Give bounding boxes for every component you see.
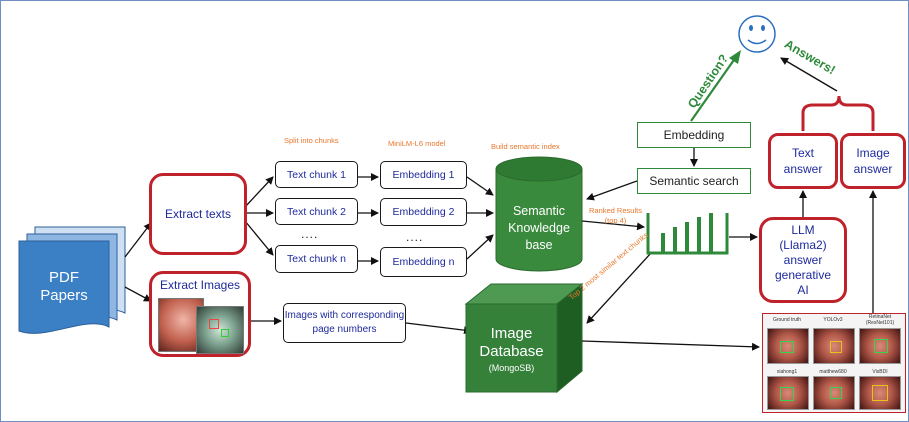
grid-thumb-2	[813, 328, 855, 364]
grid-label-retinanet: RetinaNet	[868, 314, 892, 320]
knowledge-base-cylinder	[495, 156, 583, 272]
image-db-line2: Database	[479, 343, 544, 360]
grid-thumb-1	[767, 328, 809, 364]
model-label: MiniLM-L6 model	[388, 139, 446, 148]
text-chunk-2: Text chunk 2	[275, 198, 358, 225]
text-chunk-n-label: Text chunk n	[287, 253, 346, 265]
images-page-numbers-box: Images with corresponding page numbers	[283, 303, 406, 343]
endoscopy-image-2	[196, 306, 244, 354]
text-chunk-2-label: Text chunk 2	[287, 205, 346, 218]
embedding-1: Embedding 1	[380, 161, 467, 189]
grid-thumb-5	[813, 376, 855, 410]
semantic-search-label: Semantic search	[649, 174, 739, 188]
grid-label-resnet: (ResNet101)	[865, 320, 895, 326]
text-answer-line1: Text	[791, 146, 814, 160]
pdf-papers-label: PDF Papers	[19, 259, 109, 315]
llm-box: LLM (Llama2) answer generative AI	[759, 217, 847, 303]
bar-chart-icon	[646, 213, 729, 255]
image-answer-line2: answer	[853, 162, 893, 176]
image-db-line1: Image	[490, 325, 533, 342]
images-box-line2: page numbers	[312, 324, 377, 335]
grid-thumb-4	[767, 376, 809, 410]
text-answer-line2: answer	[783, 162, 823, 176]
build-index-label: Build semantic index	[491, 142, 560, 151]
smiley-face-icon	[738, 15, 776, 53]
semantic-search-box: Semantic search	[637, 168, 751, 194]
images-box-line1: Images with corresponding	[284, 310, 405, 321]
image-answer-box: Image answer	[840, 133, 906, 189]
text-answer-box: Text answer	[768, 133, 838, 189]
extract-images-label: Extract Images	[159, 278, 241, 292]
pdf-stack-icon	[18, 226, 126, 334]
grid-label-visbdi: VisBDI	[872, 369, 888, 375]
chunks-ellipsis: ....	[301, 227, 319, 241]
kb-line3: base	[525, 237, 553, 252]
query-embedding-box: Embedding	[637, 122, 751, 148]
embedding-n-label: Embedding n	[392, 256, 455, 268]
llm-line4: generative	[774, 267, 832, 282]
extract-images-box: Extract Images	[149, 271, 251, 357]
knowledge-base-label: Semantic Knowledge base	[496, 197, 582, 259]
llm-line2: (Llama2)	[779, 237, 827, 252]
image-database-label: Image Database (MongoSB)	[466, 319, 557, 381]
text-chunk-n: Text chunk n	[275, 245, 358, 273]
ranked-line2: (top 4)	[604, 216, 627, 225]
embedding-n: Embedding n	[380, 247, 467, 277]
ranked-line1: Ranked Results	[589, 206, 642, 215]
grid-label-matthew680: matthew680	[819, 369, 847, 375]
grid-label-xiahong1: xiahong1	[776, 369, 798, 375]
kb-line1: Semantic	[512, 203, 566, 218]
pdf-label-line1: PDF	[49, 269, 79, 286]
llm-line1: LLM	[791, 222, 815, 237]
grid-thumb-6	[859, 376, 901, 410]
image-db-line3: (MongoSB)	[488, 363, 535, 373]
text-chunk-1-label: Text chunk 1	[287, 168, 346, 181]
detection-results-grid: Ground truth YOLOv3 RetinaNet (ResNet101…	[762, 313, 906, 413]
split-chunks-label: Split into chunks	[284, 136, 339, 145]
image-database-cube	[464, 282, 584, 394]
pdf-label-line2: Papers	[40, 287, 88, 304]
query-embedding-label: Embedding	[663, 128, 725, 142]
embedding-1-label: Embedding 1	[392, 169, 455, 181]
embedding-2-label: Embedding 2	[392, 206, 455, 218]
extract-texts-box: Extract texts	[149, 173, 247, 255]
embedding-2: Embedding 2	[380, 198, 467, 226]
text-chunk-1: Text chunk 1	[275, 161, 358, 188]
ranked-results-label: Ranked Results (top 4)	[589, 206, 642, 226]
grid-label-ground-truth: Ground truth	[772, 317, 802, 323]
kb-line2: Knowledge	[508, 220, 570, 235]
grid-thumb-3	[859, 328, 901, 364]
extract-texts-label: Extract texts	[164, 207, 232, 221]
embeddings-ellipsis: ....	[406, 230, 424, 244]
image-answer-line1: Image	[856, 146, 890, 160]
grid-label-yolov3: YOLOv3	[823, 317, 843, 323]
answers-brace	[780, 57, 875, 131]
llm-line5: AI	[797, 282, 809, 297]
llm-line3: answer	[783, 252, 823, 267]
